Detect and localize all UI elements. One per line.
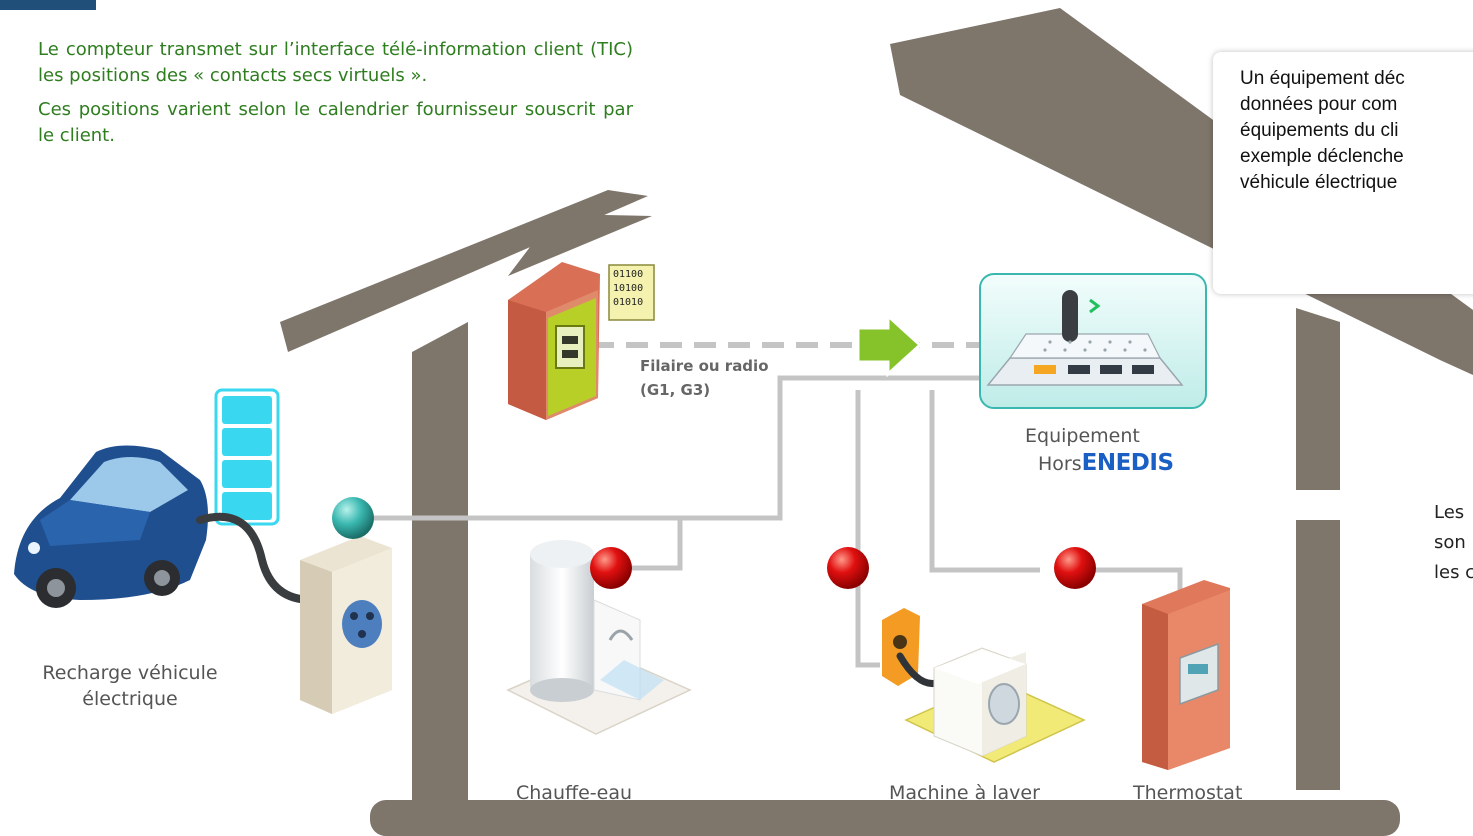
- ev-label: Recharge véhicule électrique: [20, 660, 240, 712]
- washing-machine-node: [827, 547, 869, 589]
- binary-line-1: 01100: [613, 269, 644, 280]
- electric-car-icon: [14, 445, 316, 608]
- water-heater-label: Chauffe-eau: [516, 782, 633, 804]
- equipment-label-line-2: HorsENEDIS: [1038, 450, 1174, 477]
- equipment-callout: [1213, 52, 1473, 294]
- wiring: [370, 375, 1183, 668]
- link-label-line-2: (G1, G3): [640, 381, 711, 399]
- status-nodes: [332, 497, 1096, 589]
- thermostat-icon: [1142, 580, 1230, 770]
- callout-line-2: données pour com: [1240, 94, 1398, 115]
- equipment-label-prefix: Hors: [1038, 453, 1082, 475]
- binary-line-2: 10100: [613, 283, 644, 294]
- data-flow-arrow: [856, 312, 923, 378]
- washing-machine-icon: [882, 608, 1086, 763]
- callout-line-4: exemple déclenche: [1240, 146, 1404, 167]
- callout-pointer-left: [508, 214, 652, 276]
- battery-icon: [214, 388, 280, 526]
- water-heater-icon: [506, 540, 692, 735]
- linky-meter: [508, 262, 655, 420]
- thermostat-node: [1054, 547, 1096, 589]
- signal-icon: [1089, 298, 1101, 314]
- binary-line-3: 01010: [613, 297, 644, 308]
- corner-accent: [0, 0, 96, 10]
- thermostat-label: Thermostat: [1133, 782, 1243, 804]
- washing-machine-label: Machine à laver: [889, 782, 1040, 804]
- antenna-icon: [1062, 290, 1078, 342]
- charging-cable: [196, 512, 316, 604]
- meter-binary: 01100 10100 01010: [613, 268, 643, 310]
- equipment-label-line-1: Equipement: [1025, 425, 1140, 447]
- floor-slab: [370, 800, 1400, 836]
- wall-socket-icon: [300, 536, 392, 714]
- right-partial-line-3: les c: [1434, 562, 1473, 583]
- callout-line-3: équipements du cli: [1240, 120, 1399, 141]
- ev-label-line-2: électrique: [82, 688, 178, 710]
- right-partial-text: Les son les c: [1434, 498, 1473, 588]
- wall-left: [412, 322, 468, 800]
- right-partial-line-2: son: [1434, 532, 1466, 553]
- tic-paragraph-1: Le compteur transmet sur l’interface tél…: [38, 39, 633, 86]
- callout-line-1: Un équipement déc: [1240, 68, 1405, 89]
- right-partial-line-1: Les: [1434, 502, 1465, 523]
- enedis-logo: ENEDIS: [1081, 450, 1174, 476]
- water-heater-node: [590, 547, 632, 589]
- wall-right-upper: [1296, 308, 1340, 490]
- equipment-box: [979, 273, 1207, 409]
- tic-paragraph-2: Ces positions varient selon le calendrie…: [38, 99, 633, 146]
- equipment-callout-text: Un équipement déc données pour com équip…: [1240, 66, 1405, 196]
- data-link: [592, 312, 985, 378]
- ev-label-line-1: Recharge véhicule: [42, 662, 218, 684]
- callout-line-5: véhicule électrique: [1240, 172, 1398, 193]
- binary-data-card: [608, 264, 655, 321]
- tic-description: Le compteur transmet sur l’interface tél…: [38, 37, 633, 149]
- link-label: Filaire ou radio (G1, G3): [640, 354, 769, 402]
- link-label-line-1: Filaire ou radio: [640, 357, 769, 375]
- wall-right-lower: [1296, 520, 1340, 790]
- ev-node-active: [332, 497, 374, 539]
